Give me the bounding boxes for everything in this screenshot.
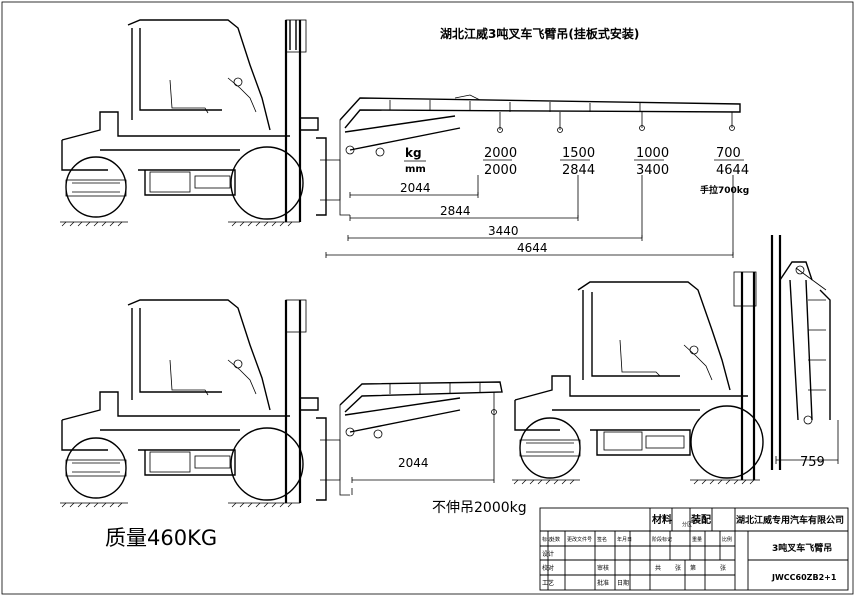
tb-sheet: 张 [675,564,681,572]
capacity-kg-2: 1500 [562,146,595,161]
dimension-2044: 2044 [400,181,431,195]
dimension-4644: 4644 [517,241,548,255]
tb-change-doc: 更改文件号 [567,536,592,543]
tb-check: 校对 [542,564,554,572]
capacity-unit-kg: kg [405,146,422,160]
weight-label: 质量460KG [105,526,217,550]
tb-date: 日期 [617,579,629,587]
capacity-kg-4: 700 [716,146,741,161]
tb-approve: 批准 [597,579,609,587]
dimension-3440: 3440 [488,224,519,238]
assembly-label: 装配 [690,513,711,526]
capacity-table: kg mm 2000 2000 1500 2844 1000 3400 700 … [404,146,749,196]
boom-middle: 2044 不伸吊2000kg [339,381,527,516]
material-label: 材料 [652,513,672,526]
dimension-2844: 2844 [440,204,471,218]
tb-review: 审核 [597,564,609,572]
dimension-mid: 2044 [398,456,429,470]
drawing-number: JWCC60ZB2+1 [771,573,837,582]
capacity-mm-3: 3400 [636,163,669,178]
dimensions-top: 2044 2844 3440 4644 [325,175,734,258]
tb-sheet-2: 张 [720,564,726,572]
tb-total: 共 [655,564,661,572]
tb-scale: 比例 [722,536,732,543]
capacity-unit-mm: mm [405,164,426,175]
tb-zone: 分区 [682,521,692,528]
capacity-kg-3: 1000 [636,146,669,161]
capacity-mm-1: 2000 [484,163,517,178]
tb-sign: 签名 [597,536,607,543]
tb-no: 第 [690,564,696,572]
tb-date-small: 年月日 [617,536,632,543]
dimension-side: 759 [800,455,825,470]
forklift-top [60,19,341,227]
drawing-name: 3吨叉车飞臂吊 [772,542,832,554]
capacity-kg-1: 2000 [484,146,517,161]
tb-count: 处数 [550,536,560,543]
drawing-title: 湖北江威3吨叉车飞臂吊(挂板式安装) [440,26,639,41]
tb-process: 工艺 [542,579,554,587]
boom-top [339,94,741,216]
capacity-mm-4: 4644 [716,163,749,178]
tb-stage-mark: 阶段标记 [652,536,672,543]
tb-mark: 标记 [542,536,552,543]
forklift-middle [60,299,341,508]
company-name: 湖北江威专用汽车有限公司 [736,514,844,526]
title-block: 材料 装配 湖北江威专用汽车有限公司 3吨叉车飞臂吊 JWCC60ZB2+1 标… [539,507,849,591]
tb-weight: 重量 [692,536,702,543]
capacity-mm-2: 2844 [562,163,595,178]
tb-design: 设计 [542,550,554,558]
no-extend-note: 不伸吊2000kg [432,500,527,516]
forklift-side-view: 759 [512,235,839,485]
pull-note: 手拉700kg [700,184,749,196]
